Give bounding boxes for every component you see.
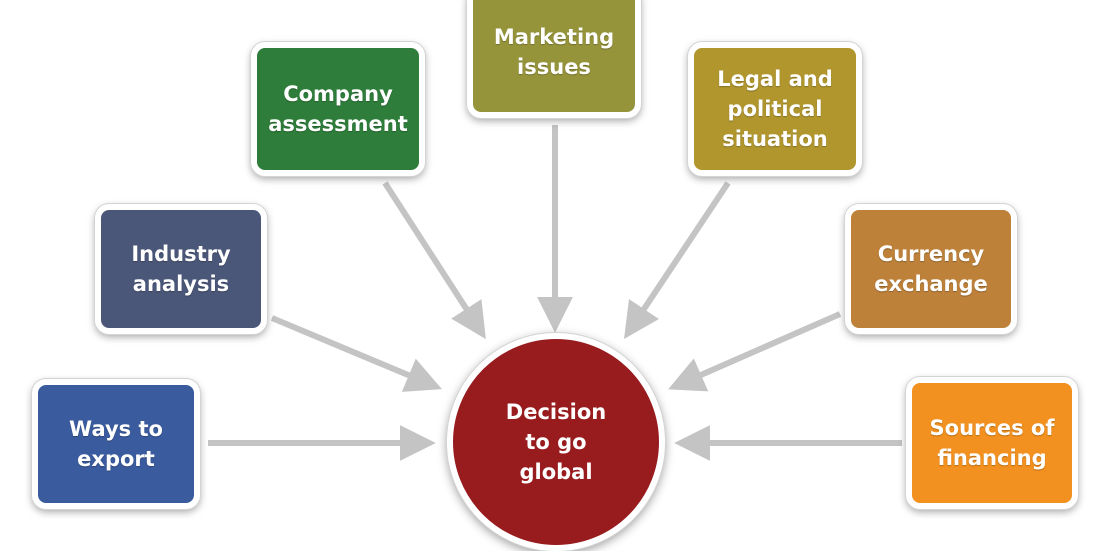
factor-box-legal-and-political-situation: Legal and political situation xyxy=(688,42,862,176)
factor-label: Company assessment xyxy=(268,82,408,136)
factor-box-company-assessment: Company assessment xyxy=(251,42,425,176)
arrow-industry-analysis xyxy=(270,315,442,392)
factor-label: Currency exchange xyxy=(874,242,988,296)
factor-label: Industry analysis xyxy=(131,242,231,296)
arrow-legal-and-political-situation xyxy=(624,181,731,339)
factor-label: Ways to export xyxy=(69,417,163,471)
factor-box-ways-to-export: Ways to export xyxy=(32,379,200,509)
factor-label: Marketing issues xyxy=(493,25,615,79)
factor-box-industry-analysis: Industry analysis xyxy=(95,204,267,334)
factor-label: Sources of financing xyxy=(929,416,1055,470)
factor-box-marketing-issues: Marketing issues xyxy=(467,0,641,118)
factor-label: Legal and political situation xyxy=(717,67,833,151)
arrow-company-assessment xyxy=(382,181,486,340)
factor-box-sources-of-financing: Sources of financing xyxy=(906,377,1078,509)
factor-box-currency-exchange: Currency exchange xyxy=(845,204,1017,334)
decision-label: Decision to go global xyxy=(505,400,607,484)
decision-circle: Decision to go global xyxy=(447,333,665,551)
arrow-currency-exchange xyxy=(668,311,842,392)
